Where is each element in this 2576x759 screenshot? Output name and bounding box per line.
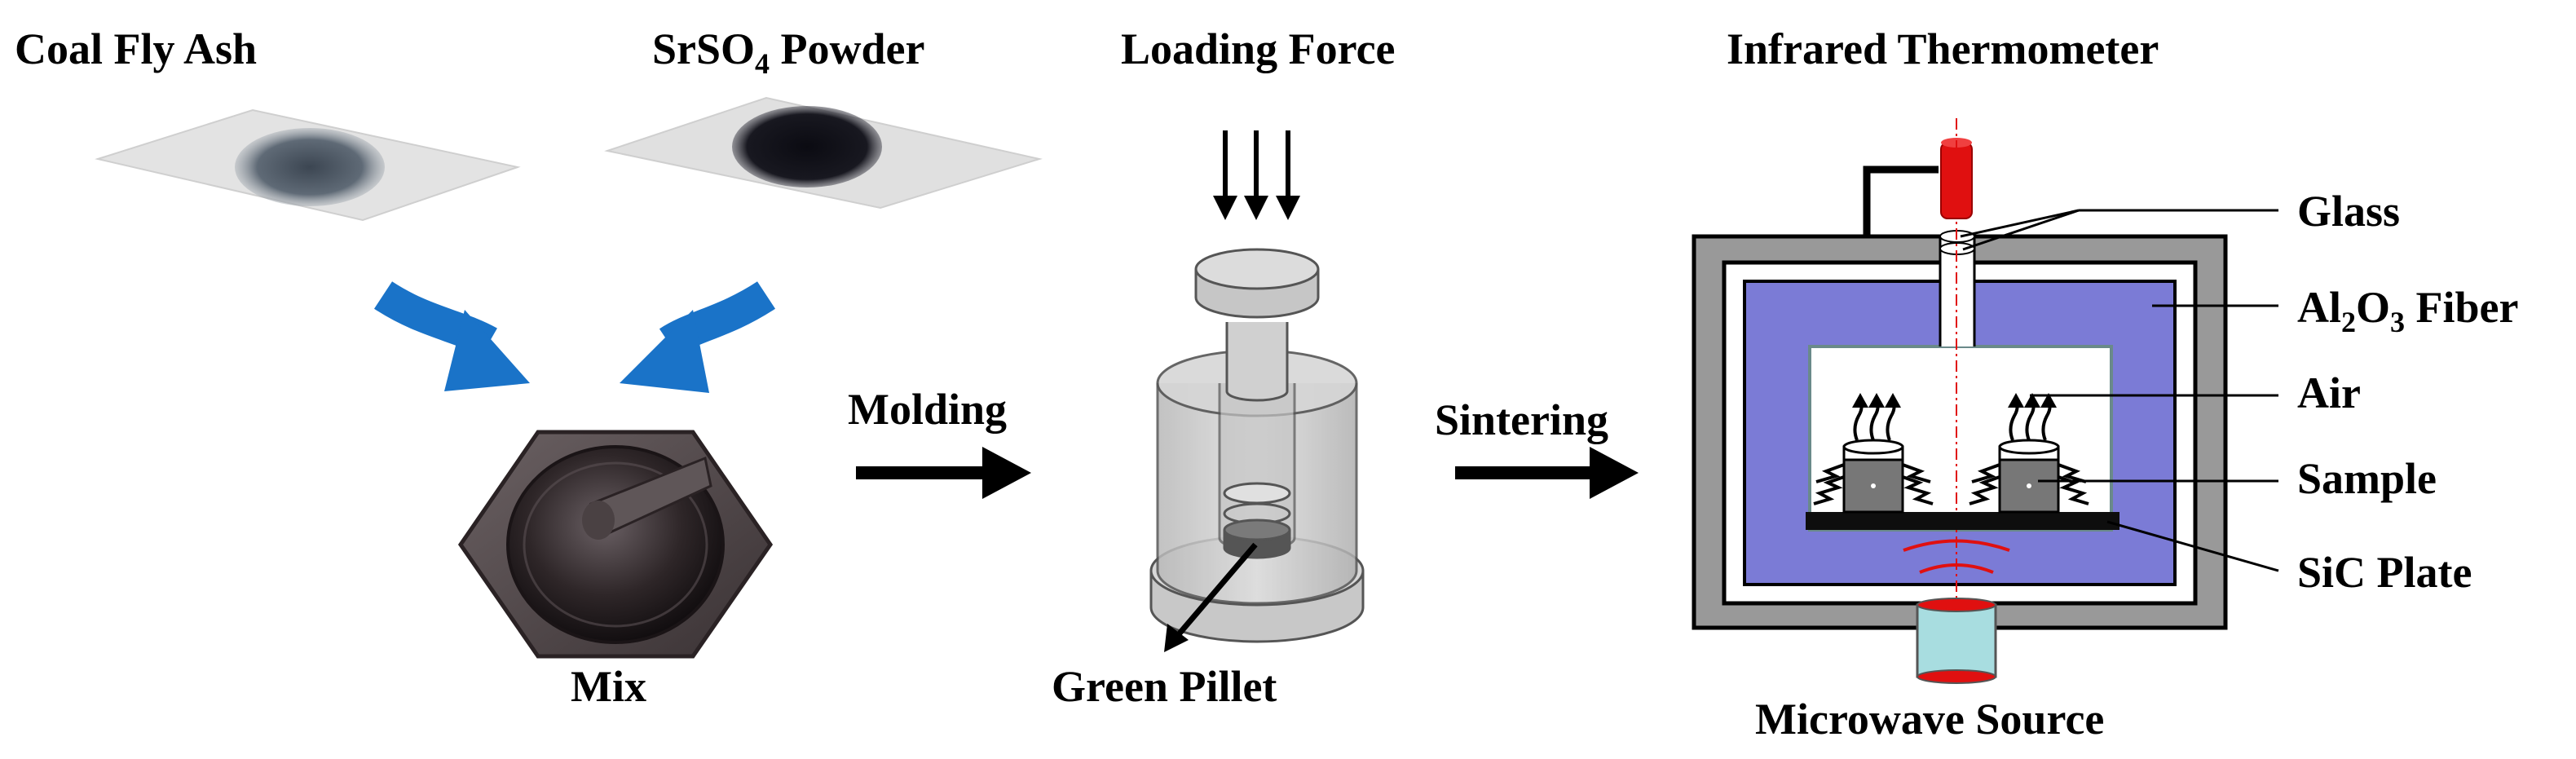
microwave-source-icon	[1916, 598, 1997, 684]
srso4-powder-label: SrSO4 Powder	[652, 24, 925, 80]
molding-label: Molding	[848, 385, 1007, 434]
heat-arrows-left-icon	[1852, 393, 1901, 441]
infrared-thermometer-label: Infrared Thermometer	[1727, 24, 2159, 73]
mold-press-icon	[1149, 248, 1365, 643]
loading-force-arrows-icon	[1213, 130, 1300, 220]
heat-arrows-right-icon	[2008, 393, 2057, 441]
air-label: Air	[2297, 368, 2361, 417]
sintering-arrow-icon	[1455, 447, 1639, 499]
microwave-source-label: Microwave Source	[1755, 695, 2104, 744]
sample-left	[1813, 439, 1934, 514]
loading-force-label: Loading Force	[1121, 24, 1396, 73]
sample-label: Sample	[2297, 454, 2437, 503]
leader-lines	[1960, 209, 2279, 572]
green-pillet-pointer-icon	[1164, 542, 1258, 652]
srso4-powder-sheet	[604, 96, 1043, 210]
mix-label: Mix	[571, 662, 646, 711]
sintering-label: Sintering	[1435, 395, 1608, 444]
al2o3-fiber-label: Al2O3 Fiber	[2297, 283, 2518, 338]
glass-label: Glass	[2297, 187, 2400, 236]
sic-plate-label: SiC Plate	[2297, 548, 2472, 597]
green-pillet-label: Green Pillet	[1052, 662, 1277, 711]
molding-arrow-icon	[856, 447, 1031, 499]
blue-arrow-left-icon	[373, 281, 530, 391]
blue-arrow-right-icon	[620, 281, 776, 393]
sample-right	[1969, 439, 2089, 514]
microwave-furnace	[1692, 234, 2228, 630]
microwave-waves-icon	[1903, 539, 2010, 574]
coal-fly-ash-label: Coal Fly Ash	[15, 24, 257, 73]
sic-plate	[1806, 512, 2119, 530]
coal-fly-ash-sheet	[95, 108, 521, 222]
infrared-thermometer-icon	[1863, 138, 1973, 238]
mortar-pestle-icon	[457, 430, 774, 659]
